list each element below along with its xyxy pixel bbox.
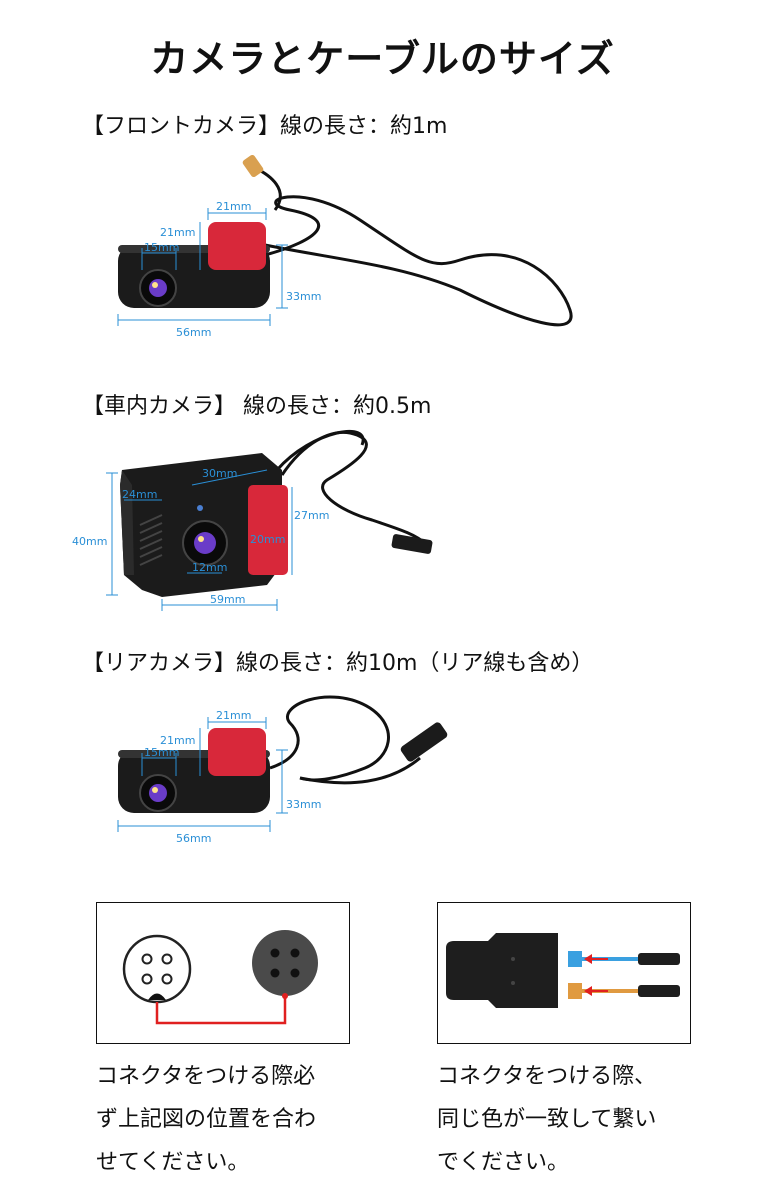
pin-plug-icon bbox=[252, 930, 318, 996]
dim-width: 59mm bbox=[210, 593, 245, 606]
cable-splitter-icon bbox=[446, 933, 558, 1008]
dim-side: 21mm bbox=[160, 226, 195, 239]
front-camera-figure: 21mm 21mm 15mm 33mm 56mm bbox=[117, 154, 573, 339]
dim-lens: 15mm bbox=[144, 241, 179, 254]
note-line: でください。 bbox=[437, 1150, 570, 1175]
red-mount bbox=[208, 728, 266, 776]
note-line: ず上記図の位置を合わ bbox=[96, 1107, 317, 1132]
color-match-note: コネクタをつける際、 同じ色が一致して繋い でください。 bbox=[437, 1055, 656, 1184]
color-match-diagram bbox=[437, 902, 691, 1044]
dim-mount: 20mm bbox=[250, 533, 285, 546]
rear-camera-figure: 21mm 21mm 15mm 33mm 56mm bbox=[117, 695, 448, 845]
dim-height: 33mm bbox=[286, 290, 321, 303]
dim-top: 30mm bbox=[202, 467, 237, 480]
interior-camera-label: 【車内カメラ】 線の長さ：約0.5m bbox=[82, 394, 432, 419]
dim-left: 24mm bbox=[122, 488, 157, 501]
note-line: 同じ色が一致して繋い bbox=[437, 1107, 657, 1132]
pin-alignment-note: コネクタをつける際必 ず上記図の位置を合わ せてください。 bbox=[96, 1055, 316, 1184]
dim-lens: 15mm bbox=[144, 746, 179, 759]
dim-height: 33mm bbox=[286, 798, 321, 811]
connector-tip bbox=[242, 154, 264, 178]
rear-camera-label: 【リアカメラ】線の長さ：約10m（リア線も含め） bbox=[82, 651, 594, 676]
connector-plug bbox=[391, 534, 433, 554]
red-mount bbox=[248, 485, 288, 575]
page-title: カメラとケーブルのサイズ bbox=[150, 37, 615, 81]
dim-width: 56mm bbox=[176, 326, 211, 339]
pin-socket-icon bbox=[122, 934, 192, 1004]
front-camera-label: 【フロントカメラ】線の長さ：約1m bbox=[82, 114, 448, 139]
note-line: せてください。 bbox=[96, 1150, 250, 1175]
red-mount bbox=[208, 222, 266, 270]
connector-plug bbox=[400, 722, 448, 762]
dim-width: 56mm bbox=[176, 832, 211, 845]
dim-side: 27mm bbox=[294, 509, 329, 522]
interior-camera-figure: 30mm 24mm 27mm 20mm 12mm 40mm 59mm bbox=[72, 429, 433, 611]
dim-top-width: 21mm bbox=[216, 200, 251, 213]
pin-alignment-diagram bbox=[96, 902, 350, 1044]
dim-top-width: 21mm bbox=[216, 709, 251, 722]
note-line: コネクタをつける際必 bbox=[96, 1064, 316, 1089]
dim-side: 21mm bbox=[160, 734, 195, 747]
dim-height: 40mm bbox=[72, 535, 107, 548]
dim-lens: 12mm bbox=[192, 561, 227, 574]
note-line: コネクタをつける際、 bbox=[437, 1064, 657, 1089]
